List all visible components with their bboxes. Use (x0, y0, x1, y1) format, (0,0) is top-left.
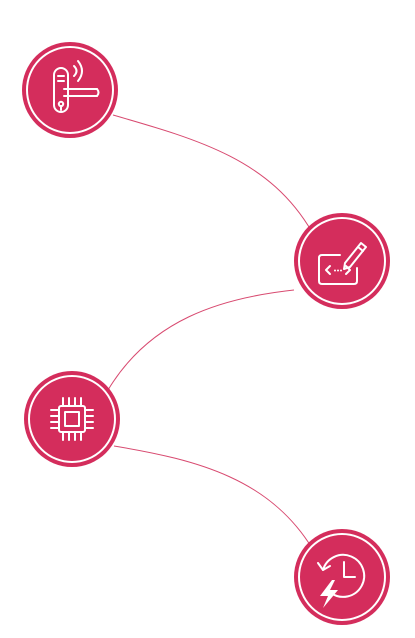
node-chip[interactable] (24, 371, 120, 467)
smart-door-lock-icon (53, 60, 100, 113)
connector-code-to-chip (107, 289, 295, 391)
restore-history-icon (317, 553, 366, 608)
node-code-edit[interactable] (294, 213, 390, 309)
node-history[interactable] (294, 529, 390, 625)
processor-chip-icon (50, 397, 94, 441)
connector-chip-to-history (113, 445, 313, 549)
node-smart-lock[interactable] (22, 42, 118, 138)
code-edit-icon (318, 242, 367, 285)
connector-lock-to-code (112, 114, 313, 233)
